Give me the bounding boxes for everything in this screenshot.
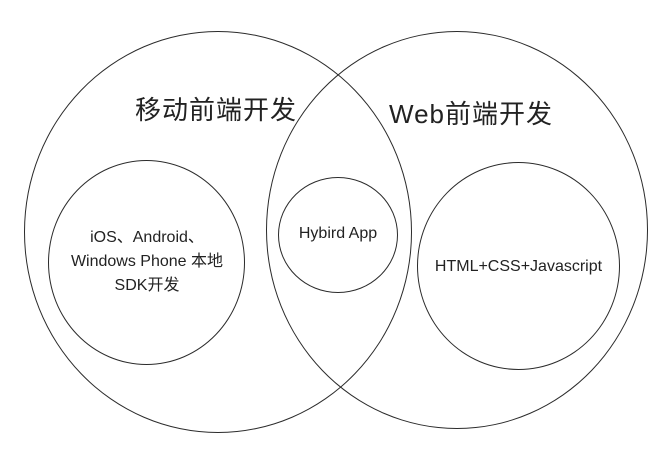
native-sdk-label-line1: iOS、Android、	[90, 229, 204, 246]
web-set-circle	[266, 31, 648, 429]
native-sdk-label: iOS、Android、 Windows Phone 本地 SDK开发	[36, 226, 258, 298]
native-sdk-label-line2: Windows Phone 本地	[70, 253, 224, 270]
web-tech-label: HTML+CSS+Javascript	[434, 258, 603, 275]
hybrid-app-circle	[278, 177, 398, 293]
web-set-label: Web前端开发	[389, 99, 553, 129]
hybrid-app-label: Hybird App	[298, 225, 378, 242]
native-sdk-circle	[48, 160, 245, 365]
web-tech-circle	[417, 162, 620, 370]
native-sdk-label-line3: SDK开发	[114, 277, 180, 294]
mobile-set-label: 移动前端开发	[134, 95, 297, 125]
